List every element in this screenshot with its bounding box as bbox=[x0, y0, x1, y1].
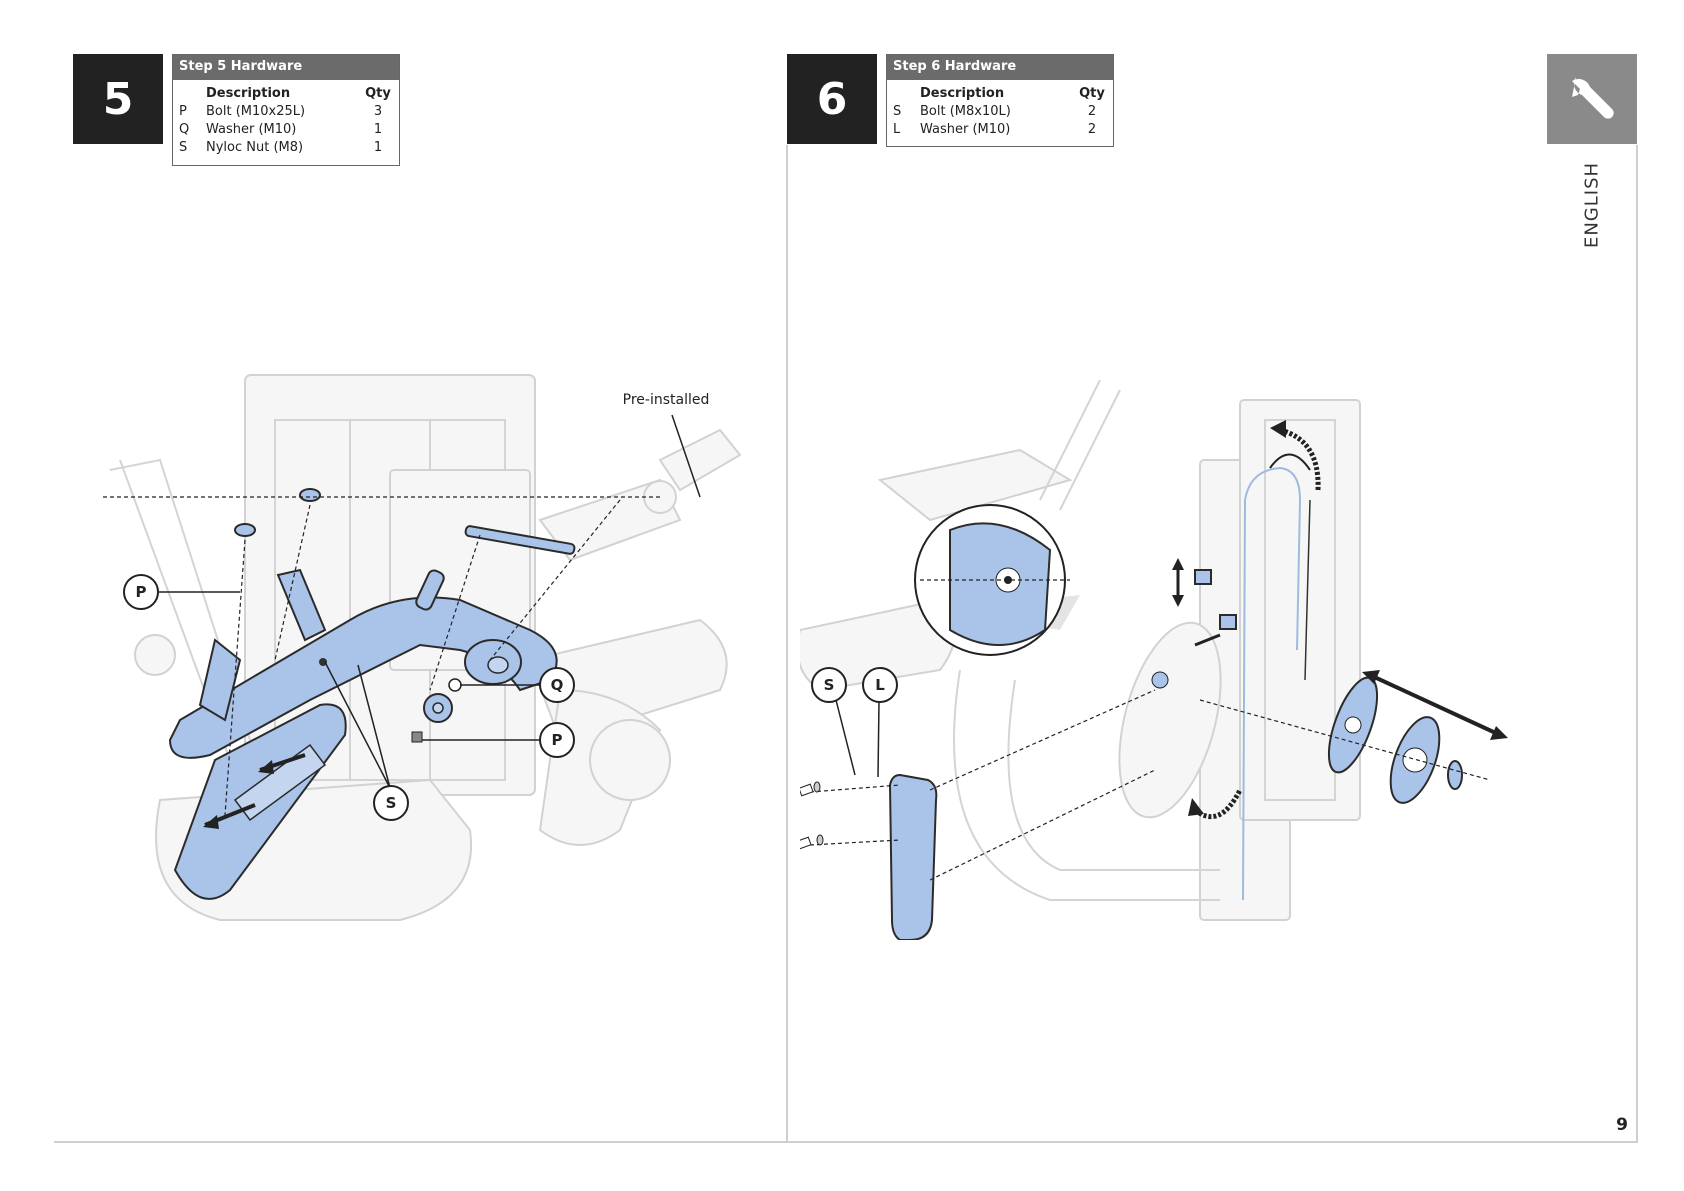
right-edge-line bbox=[1636, 145, 1638, 1142]
col-qty: Qty bbox=[1077, 86, 1107, 101]
step-6-illustration: S L bbox=[800, 380, 1520, 940]
language-label: ENGLISH bbox=[1582, 162, 1603, 248]
step-5-number: 5 bbox=[73, 54, 163, 144]
col-description: Description bbox=[920, 86, 1077, 101]
col-qty: Qty bbox=[363, 86, 393, 101]
page-number: 9 bbox=[1616, 1115, 1628, 1135]
svg-text:S: S bbox=[386, 794, 397, 812]
svg-text:P: P bbox=[552, 731, 563, 749]
col-description: Description bbox=[206, 86, 363, 101]
step-6-number: 6 bbox=[787, 54, 877, 144]
page-divider bbox=[786, 145, 788, 1142]
tools-tab bbox=[1547, 54, 1637, 144]
svg-text:S: S bbox=[824, 676, 835, 694]
pre-installed-note: Pre-installed bbox=[623, 392, 710, 408]
footer-line bbox=[54, 1141, 1638, 1143]
table-header-row: Description Qty bbox=[887, 80, 1113, 103]
svg-text:L: L bbox=[875, 676, 885, 694]
table-title: Step 5 Hardware bbox=[173, 55, 399, 80]
svg-text:P: P bbox=[136, 583, 147, 601]
table-title: Step 6 Hardware bbox=[887, 55, 1113, 80]
table-header-row: Description Qty bbox=[173, 80, 399, 103]
svg-text:Q: Q bbox=[551, 676, 564, 694]
wrench-icon bbox=[1562, 69, 1622, 129]
step-5-illustration: Pre-installed P Q P S bbox=[100, 360, 760, 980]
